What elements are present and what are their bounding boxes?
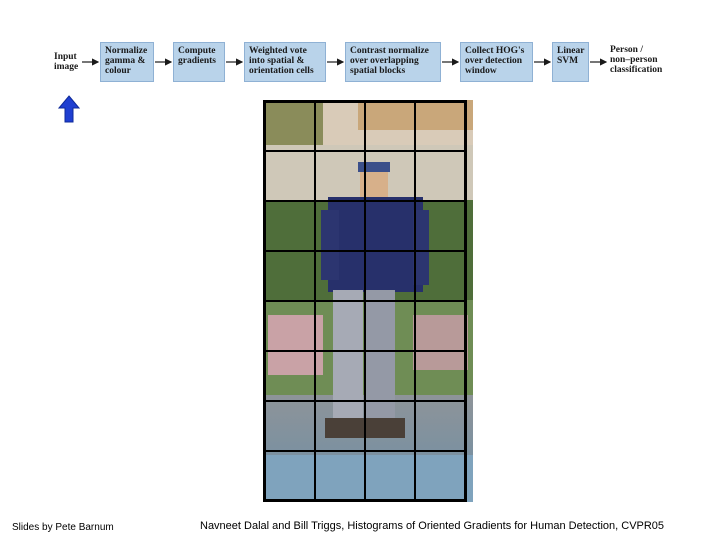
stage-collect-hog: Collect HOG's over detection window <box>460 42 533 82</box>
person-cap <box>358 162 390 172</box>
person-shirt <box>328 197 423 292</box>
flower-patch-left <box>268 315 323 375</box>
input-image-label: Input image <box>54 52 79 72</box>
flower-patch-right <box>413 315 468 370</box>
stage-weighted-vote: Weighted vote into spatial & orientation… <box>244 42 326 82</box>
person-pants-left <box>333 290 363 420</box>
stage-compute-gradients: Compute gradients <box>173 42 225 82</box>
stage-normalize-gamma: Normalize gamma & colour <box>100 42 154 82</box>
stage-linear-svm: Linear SVM <box>552 42 589 82</box>
up-arrow-icon <box>58 95 80 123</box>
person-arm-left <box>321 210 339 280</box>
stage-contrast-normalize: Contrast normalize over overlapping spat… <box>345 42 441 82</box>
paper-citation: Navneet Dalal and Bill Triggs, Histogram… <box>200 520 665 532</box>
tree-left <box>263 100 323 150</box>
pipeline-arrows <box>82 58 608 66</box>
output-classification-label: Person / non–person classification <box>610 45 663 75</box>
person-pants-right <box>365 290 395 420</box>
pedestrian-photo <box>263 100 473 502</box>
person-arm-right <box>413 210 429 285</box>
slide-credit: Slides by Pete Barnum <box>12 522 114 533</box>
hog-pipeline-diagram: Input image Normalize gamma & colour Com… <box>0 0 720 90</box>
path-stones <box>263 455 473 502</box>
hog-cell-grid <box>263 100 467 502</box>
photo-canvas <box>263 100 473 502</box>
